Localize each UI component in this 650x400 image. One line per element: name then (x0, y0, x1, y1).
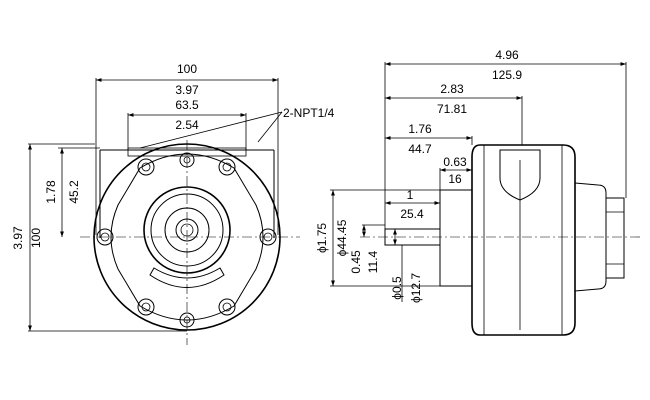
bolt-hole-bottom-right (218, 298, 236, 316)
port-callout-label: 2-NPT1/4 (283, 106, 335, 120)
overall-mm-label: 125.9 (492, 68, 522, 82)
shaft-offset-mm-label: 11.4 (366, 250, 380, 273)
half-height-in-label: 1.78 (44, 180, 58, 204)
shaft-outline (384, 228, 441, 246)
port-block (127, 147, 247, 157)
shaft-bore (180, 223, 194, 237)
bolt-hole-right (259, 228, 277, 246)
shaft-length-in-label: 1 (407, 188, 414, 202)
boss-in-label: 1.76 (408, 122, 432, 136)
port-leader-right (257, 111, 283, 143)
port-spacing-mm-label: 63.5 (175, 98, 199, 112)
port-spacing-in-label: 2.54 (175, 118, 199, 132)
shaft-dia-mm-label: ϕ12.7 (409, 273, 423, 303)
width-mm-label: 100 (177, 62, 197, 76)
rear-housing-outline (99, 149, 275, 238)
shaft-dia-in-label: ϕ0.5 (390, 276, 404, 300)
bolt-hole-bottom (179, 312, 195, 328)
side-view: 4.96 125.9 2.83 71.81 1.76 44.7 0.63 16 … (315, 48, 640, 336)
crescent-slot (149, 267, 225, 288)
bolt-hole-top-right (218, 158, 236, 176)
port-leader-left (139, 111, 283, 149)
body-mm-label: 71.81 (437, 102, 467, 116)
hub-ring (150, 193, 224, 267)
flange-outline (110, 153, 264, 321)
shaft (175, 218, 199, 242)
housing-outline (471, 144, 576, 336)
width-in-label: 3.97 (175, 83, 199, 97)
half-height-mm-label: 45.2 (67, 180, 81, 204)
bolt-hole-top (179, 152, 195, 168)
height-mm-label: 100 (29, 228, 43, 248)
hub-outer (143, 186, 231, 274)
boss-outline (439, 189, 473, 287)
body-in-label: 2.83 (440, 82, 464, 96)
bolt-holes (96, 152, 277, 328)
overall-in-label: 4.96 (495, 48, 519, 62)
shaft-offset-in-label: 0.45 (349, 250, 363, 274)
height-in-label: 3.97 (11, 226, 25, 250)
bolt-hole-top-left (137, 158, 155, 176)
bolt-hole-left (96, 228, 114, 246)
end-nut (605, 197, 625, 279)
bolt-hole-bottom-left (137, 298, 155, 316)
boss-dia-in-label: ϕ1.75 (315, 223, 329, 253)
flange-in-label: 0.63 (443, 155, 467, 169)
body-outline (93, 143, 281, 331)
boss-mm-label: 44.7 (408, 142, 432, 156)
shaft-length-mm-label: 25.4 (400, 207, 424, 221)
boss-dia-mm-label: ϕ44.45 (335, 219, 349, 256)
flange-mm-label: 16 (448, 172, 462, 186)
boss (164, 207, 210, 253)
front-view: 100 3.97 63.5 2.54 2-NPT1/4 3.97 100 1.7… (11, 62, 335, 345)
